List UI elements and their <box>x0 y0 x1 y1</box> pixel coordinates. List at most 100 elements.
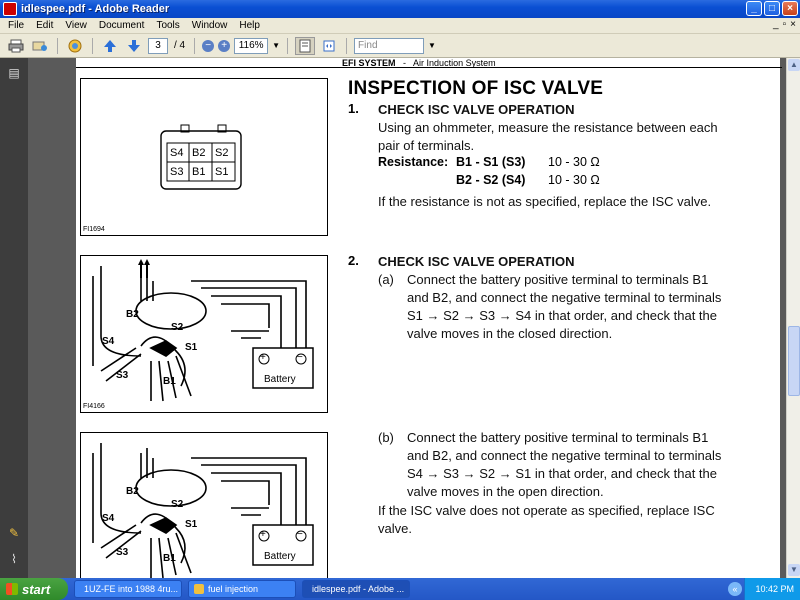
step-2a-text: Connect the battery positive terminal to… <box>407 272 709 287</box>
toolbar-separator <box>287 37 289 54</box>
tray-expand-icon[interactable]: « <box>728 582 742 596</box>
pages-icon[interactable]: ▤ <box>8 66 20 80</box>
fit-width-icon[interactable] <box>319 37 339 55</box>
zoom-out-icon[interactable]: − <box>202 39 215 52</box>
zoom-dropdown-icon[interactable]: ▼ <box>272 41 281 50</box>
taskbar-item-firefox[interactable]: 1UZ-FE into 1988 4ru... <box>74 580 182 598</box>
step-2-number: 2. <box>348 253 359 268</box>
close-button[interactable]: × <box>782 1 798 16</box>
step-2a-text: valve moves in the closed direction. <box>407 326 613 341</box>
vertical-scrollbar[interactable]: ▲ ▼ <box>786 58 800 578</box>
window-title: idlespee.pdf - Adobe Reader <box>21 3 170 15</box>
taskbar-item-adobe[interactable]: idlespee.pdf - Adobe ... <box>302 580 410 598</box>
step-2-final: valve. <box>378 521 412 536</box>
print-icon[interactable] <box>6 37 26 55</box>
header-rule <box>76 67 782 68</box>
step-2-title: CHECK ISC VALVE OPERATION <box>378 254 575 269</box>
taskbar: start 1UZ-FE into 1988 4ru... fuel injec… <box>0 578 800 600</box>
terminal-b2-top: B2 <box>192 147 206 159</box>
zoom-level-input[interactable]: 116% <box>234 37 269 54</box>
system-tray: 10:42 PM <box>744 578 800 600</box>
comments-icon[interactable]: ✎ <box>8 526 20 540</box>
collaborate-icon[interactable] <box>65 37 85 55</box>
step-1-title: CHECK ISC VALVE OPERATION <box>378 102 575 117</box>
menu-tools[interactable]: Tools <box>156 20 180 31</box>
label-s4: S4 <box>102 513 115 524</box>
label-b1: B1 <box>163 376 176 387</box>
step-2b-text: valve moves in the open direction. <box>407 484 604 499</box>
email-icon[interactable] <box>30 37 50 55</box>
resistance-label: Resistance: <box>378 155 449 169</box>
connector-figure: S4 B2 S2 S3 B1 S1 FI1694 <box>80 78 328 236</box>
taskbar-item-folder[interactable]: fuel injection <box>188 580 296 598</box>
resistance-pair-1: B1 - S1 (S3) <box>456 155 526 169</box>
label-b1: B1 <box>163 553 176 564</box>
step-1-text: Using an ohmmeter, measure the resistanc… <box>378 120 718 135</box>
page-total: / 4 <box>174 40 186 51</box>
step-2a-label: (a) <box>378 272 394 287</box>
scroll-thumb[interactable] <box>788 326 800 396</box>
resistance-value-1: 10 - 30 Ω <box>548 155 600 169</box>
find-dropdown-icon[interactable]: ▼ <box>428 41 436 50</box>
folder-icon <box>194 584 204 594</box>
battery-plus: + <box>260 529 266 540</box>
zoom-in-icon[interactable]: + <box>218 39 231 52</box>
label-s2: S2 <box>171 322 184 333</box>
step-1-text: pair of terminals. <box>378 138 475 153</box>
label-b2: B2 <box>126 309 139 320</box>
doc-minimize-button[interactable]: _ <box>773 19 779 30</box>
figure-code: FI4166 <box>83 403 105 410</box>
page-number-input[interactable]: 3 <box>148 37 168 54</box>
toolbar-separator <box>194 37 196 54</box>
label-s3: S3 <box>116 547 129 558</box>
scroll-down-icon[interactable]: ▼ <box>788 564 800 576</box>
terminal-s1-bottom: S1 <box>215 166 229 178</box>
page-header: EFI SYSTEM - Air Induction System <box>342 58 496 68</box>
menu-help[interactable]: Help <box>239 20 260 31</box>
menu-edit[interactable]: Edit <box>36 20 54 31</box>
title-bar: idlespee.pdf - Adobe Reader _ □ × <box>0 0 800 18</box>
battery-label: Battery <box>264 551 296 562</box>
menu-file[interactable]: File <box>8 20 25 31</box>
label-s1: S1 <box>185 342 198 353</box>
valve-wiring-figure-open: B2 S2 S4 S1 S3 B1 + − Battery <box>80 432 328 578</box>
minimize-button[interactable]: _ <box>746 1 762 16</box>
doc-close-button[interactable]: × <box>790 19 796 30</box>
start-button[interactable]: start <box>0 578 68 600</box>
adobe-reader-icon <box>3 2 17 16</box>
next-page-icon[interactable] <box>124 37 144 55</box>
document-view[interactable]: EFI SYSTEM - Air Induction System S4 B2 … <box>28 58 786 578</box>
step-2a-text: S1 → S2 → S3 → S4 in that order, and che… <box>407 308 718 323</box>
battery-plus: + <box>260 352 266 363</box>
navigation-panel: ▤ ✎ ⌇ <box>0 58 28 578</box>
toolbar: 3 / 4 − + 116% ▼ Find ▼ <box>0 34 800 58</box>
fit-page-icon[interactable] <box>295 36 316 55</box>
label-s4: S4 <box>102 336 115 347</box>
menu-bar: File Edit View Document Tools Window Hel… <box>0 18 800 34</box>
doc-restore-button[interactable]: ▫ <box>782 19 787 30</box>
start-label: start <box>22 581 51 597</box>
menu-document[interactable]: Document <box>98 20 145 31</box>
find-input[interactable]: Find <box>354 37 425 54</box>
valve-wiring-figure-closed: B2 S2 S4 S1 S3 B1 + − Battery FI4166 <box>80 255 328 413</box>
attachments-icon[interactable]: ⌇ <box>11 552 17 566</box>
windows-logo-icon <box>6 583 18 595</box>
step-2b-text: Connect the battery positive terminal to… <box>407 430 709 445</box>
menu-view[interactable]: View <box>65 20 87 31</box>
step-1-number: 1. <box>348 101 359 116</box>
clock[interactable]: 10:42 PM <box>755 584 794 594</box>
menu-window[interactable]: Window <box>191 20 228 31</box>
step-2b-text: S4 → S3 → S2 → S1 in that order, and che… <box>407 466 718 481</box>
step-2a-text: and B2, and connect the negative termina… <box>407 290 722 305</box>
page-heading: INSPECTION OF ISC VALVE <box>348 78 604 99</box>
terminal-s4-top: S4 <box>170 147 184 159</box>
terminal-s2-top: S2 <box>215 147 229 159</box>
step-2b-text: and B2, and connect the negative termina… <box>407 448 722 463</box>
maximize-button[interactable]: □ <box>764 1 780 16</box>
previous-page-icon[interactable] <box>100 37 120 55</box>
pdf-page: EFI SYSTEM - Air Induction System S4 B2 … <box>76 58 782 578</box>
label-b2: B2 <box>126 486 139 497</box>
terminal-b1-bottom: B1 <box>192 166 206 178</box>
scroll-up-icon[interactable]: ▲ <box>788 59 800 71</box>
figure-code: FI1694 <box>83 226 105 233</box>
